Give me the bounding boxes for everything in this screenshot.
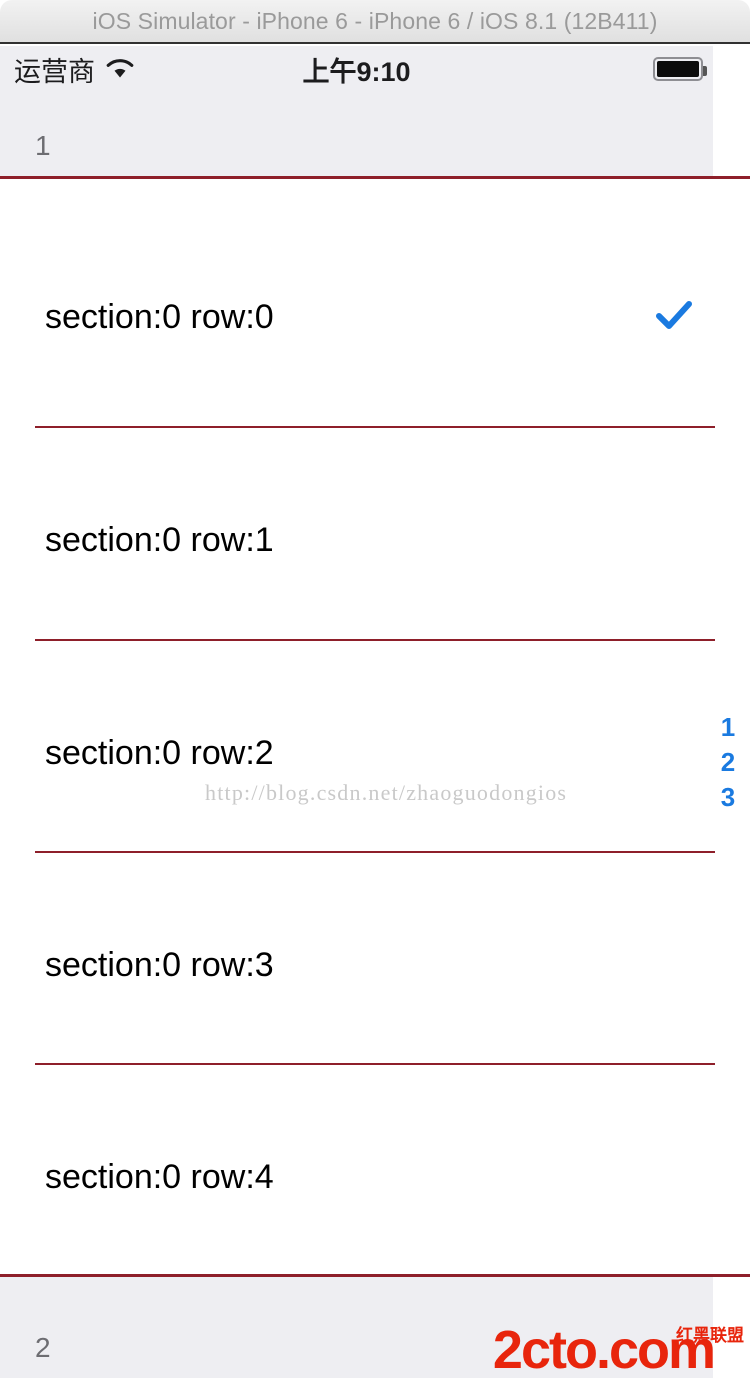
status-bar-right-group [653, 57, 707, 81]
checkmark-icon [654, 296, 694, 336]
table-view[interactable]: 1 section:0 row:0 section:0 row:1 sectio… [0, 92, 750, 1378]
ios-status-bar: 运营商 上午9:10 [0, 46, 713, 92]
section-header-2: 2 [0, 1277, 713, 1378]
device-screen: 运营商 上午9:10 1 section:0 row:0 [0, 46, 750, 1378]
section-index-item[interactable]: 3 [720, 782, 736, 813]
row-separator [35, 639, 715, 641]
status-bar-left-group: 运营商 [14, 50, 135, 89]
battery-full-icon [653, 57, 707, 81]
battery-cap [703, 66, 707, 76]
table-row[interactable]: section:0 row:0 [0, 179, 750, 474]
row-label: section:0 row:2 [45, 734, 274, 772]
table-row[interactable]: section:0 row:3 [0, 853, 750, 1064]
simulator-window-title: iOS Simulator - iPhone 6 - iPhone 6 / iO… [92, 7, 658, 34]
row-label: section:0 row:0 [45, 298, 274, 336]
row-separator [35, 1063, 715, 1065]
table-row[interactable]: section:0 row:2 [0, 641, 750, 853]
section-header-title: 1 [35, 130, 51, 161]
section-index-bar[interactable]: 1 2 3 [713, 712, 743, 814]
section-separator-top [0, 176, 750, 179]
table-row[interactable]: section:0 row:1 [0, 428, 750, 640]
section-index-item[interactable]: 2 [720, 747, 736, 778]
row-separator [35, 426, 715, 428]
row-separator [35, 851, 715, 853]
simulator-title-bar: iOS Simulator - iPhone 6 - iPhone 6 / iO… [0, 0, 750, 44]
section-header-title: 2 [35, 1332, 51, 1363]
carrier-label: 运营商 [14, 56, 95, 87]
section-separator-bottom [0, 1274, 750, 1277]
row-label: section:0 row:3 [45, 946, 274, 984]
clock-label: 上午9:10 [302, 56, 411, 87]
section-index-item[interactable]: 1 [720, 712, 736, 742]
table-row[interactable]: section:0 row:4 [0, 1065, 750, 1276]
section-header-1: 1 [0, 92, 713, 176]
wifi-icon [105, 58, 135, 80]
battery-fill [657, 61, 699, 77]
row-label: section:0 row:4 [45, 1158, 274, 1196]
row-label: section:0 row:1 [45, 521, 274, 559]
